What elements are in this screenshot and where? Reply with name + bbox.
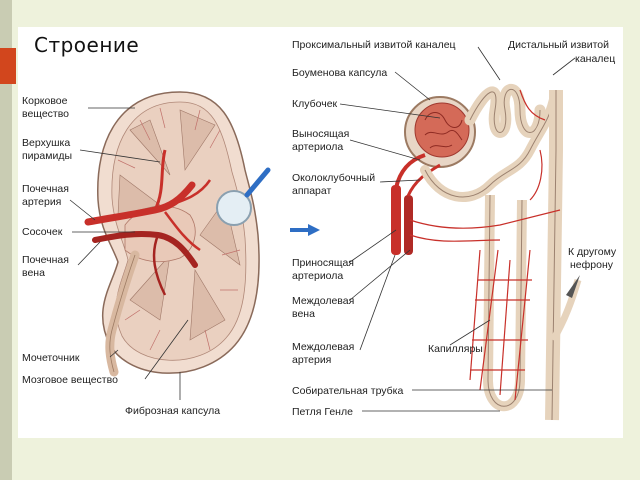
- label-papilla: Сосочек: [22, 226, 63, 238]
- renal-vein-branch: [152, 234, 167, 296]
- label-renal-artery-line1: Почечная: [22, 183, 69, 195]
- pyramid-shape: [179, 109, 216, 171]
- renal-artery-branch: [153, 149, 167, 211]
- renal-artery-vessel: [84, 181, 196, 226]
- label-interlobar-vein-line2: вена: [292, 308, 315, 320]
- label-juxtaglomerular-line1: Околоклубочный: [292, 172, 375, 184]
- label-interlobar-artery-line2: артерия: [292, 354, 331, 366]
- label-afferent-arteriole-line1: Приносящая: [292, 257, 354, 269]
- label-pyramid-apex-line1: Верхушка: [22, 137, 70, 149]
- distal-tubule-outline: [424, 94, 556, 198]
- label-efferent-arteriole-line2: артериола: [292, 141, 343, 153]
- glomerulus-shape: [414, 102, 470, 158]
- label-distal-tubule-line1: Дистальный извитой: [508, 39, 609, 51]
- renal-artery-branch: [164, 211, 201, 252]
- label-afferent-arteriole-line2: артериола: [292, 270, 343, 282]
- pyramid-shape: [129, 119, 171, 176]
- label-juxtaglomerular-line2: аппарат: [292, 185, 331, 197]
- afferent-arteriole-vessel: [394, 153, 426, 189]
- renal-artery-branch: [169, 179, 212, 207]
- capillary-network: [409, 89, 561, 401]
- collecting-duct-outline: [551, 90, 557, 421]
- nephron-label-group: Проксимальный извитой каналец Дистальный…: [292, 39, 617, 418]
- interlobar-artery-vessel: [391, 185, 401, 255]
- loop-of-henle-outline: [487, 194, 523, 407]
- kidney-illustration: [84, 91, 271, 377]
- pyramid-shape: [129, 254, 171, 321]
- label-cortex-line1: Корковое: [22, 95, 68, 107]
- interlobar-vein-vessel: [404, 195, 413, 255]
- label-renal-artery-line2: артерия: [22, 196, 61, 208]
- glomerulus-loops: [424, 112, 463, 149]
- cortex-vessel-lines: [117, 107, 241, 351]
- label-loop-of-henle: Петля Генле: [292, 406, 353, 418]
- label-medulla: Мозговое вещество: [22, 374, 118, 386]
- other-nephron-arrow: [566, 275, 580, 298]
- label-renal-vein-line2: вена: [22, 267, 45, 279]
- label-interlobar-vein-line1: Междолевая: [292, 295, 354, 307]
- magnifier-lens: [216, 190, 252, 226]
- leader-lines: [69, 46, 576, 412]
- pyramid-shape: [199, 199, 241, 266]
- proximal-tubule-outline: [469, 88, 541, 133]
- sidebar-stripe: [0, 0, 12, 480]
- label-interlobar-artery-line1: Междолевая: [292, 341, 354, 353]
- label-renal-vein-line1: Почечная: [22, 254, 69, 266]
- label-pyramid-apex-line2: пирамиды: [22, 150, 72, 162]
- label-distal-tubule-line2: каналец: [575, 53, 615, 65]
- label-fibrous-capsule: Фиброзная капсула: [125, 405, 220, 417]
- efferent-arteriole-vessel: [406, 163, 441, 197]
- slide-title: Строение: [34, 33, 140, 57]
- label-collecting-duct: Собирательная трубка: [292, 385, 404, 397]
- ureter-tube-outline: [109, 254, 136, 373]
- label-bowman-capsule: Боуменова капсула: [292, 67, 387, 79]
- label-efferent-arteriole-line1: Выносящая: [292, 128, 349, 140]
- label-proximal-tubule: Проксимальный извитой каналец: [292, 39, 456, 51]
- nephron-illustration: [391, 83, 582, 421]
- kidney-label-group: Корковое вещество Верхушка пирамиды Поче…: [22, 95, 220, 417]
- label-other-nephron-line1: К другому: [568, 246, 617, 258]
- label-cortex-line2: вещество: [22, 108, 69, 120]
- sidebar-accent: [0, 48, 16, 84]
- label-glomerulus: Клубочек: [292, 98, 338, 110]
- pyramid-shape: [189, 269, 226, 341]
- label-other-nephron-line2: нефрону: [570, 259, 614, 271]
- magnifier-handle: [244, 167, 271, 198]
- loop-of-henle: [482, 194, 527, 412]
- label-capillaries: Капилляры: [428, 343, 483, 355]
- label-ureter: Мочеточник: [22, 352, 80, 364]
- transition-arrow-head: [308, 224, 320, 236]
